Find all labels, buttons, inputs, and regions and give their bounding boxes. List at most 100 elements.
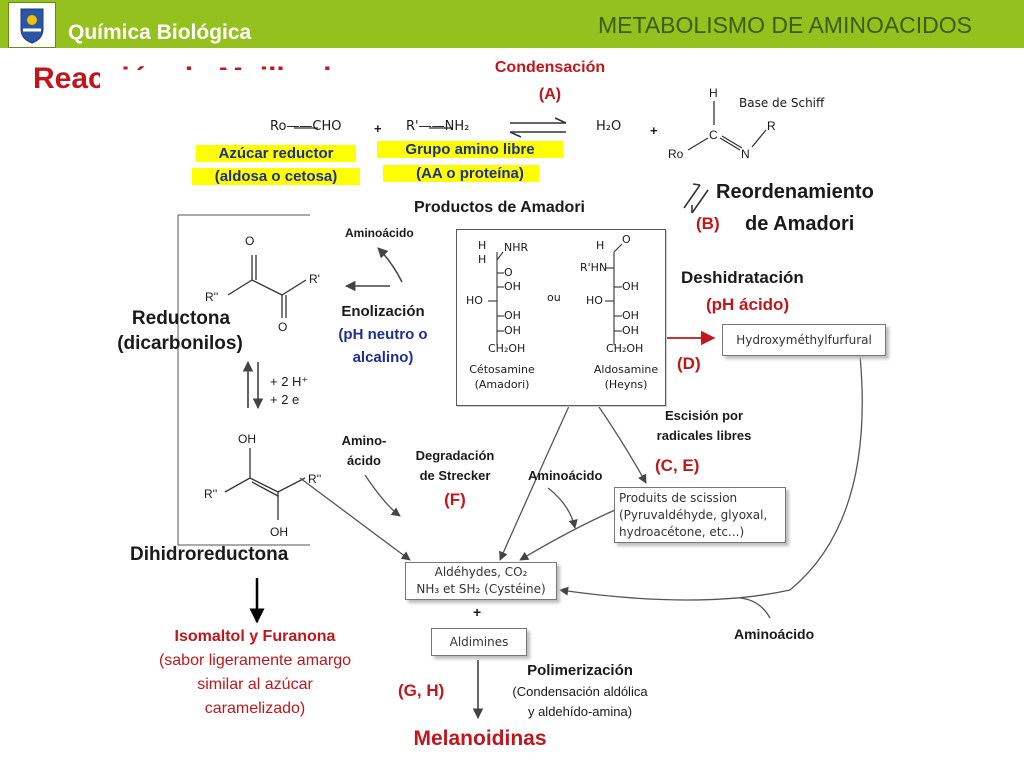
diagram-panel (100, 70, 960, 768)
plus-sign-center: + (473, 604, 482, 620)
polymerization-letter: (G, H) (398, 681, 445, 700)
reductone-bracket (177, 215, 310, 546)
enolization-condition-1: (pH neutro o (338, 326, 428, 343)
sugar-label-1: Azúcar reductor (196, 145, 356, 162)
amadori-rearrangement-1: Reordenamiento (716, 181, 874, 203)
strecker-label-2: de Strecker (419, 468, 491, 483)
strecker-label-1: Degradación (415, 448, 495, 463)
schiff-r: R (767, 119, 776, 133)
scission-letter: (C, E) (655, 456, 700, 475)
course-name: Química Biológica (68, 21, 252, 44)
polymerization-label: Polimerización (527, 662, 633, 679)
scission-arrow (596, 403, 647, 484)
aminoacid-strecker-arrow (547, 487, 578, 529)
aldehydes-box: Aldéhydes, CO₂ NH₃ et SH₂ (Cystéine) (405, 562, 557, 600)
ceto-oh-2: OH (504, 309, 521, 322)
dihydro-rp: R'' (308, 472, 322, 486)
ceto-ho: HO (466, 294, 483, 307)
amino-label-2: (AA o proteína) (383, 165, 557, 182)
amino-acid-center-1: Amino- (341, 433, 387, 448)
aldo-oh-2: OH (622, 309, 639, 322)
redox-protons: + 2 H⁺ (270, 374, 309, 389)
melanoidins-label: Melanoidinas (413, 727, 547, 750)
isomaltol-desc-2: similar al azúcar (197, 676, 313, 693)
aldo-h: H (596, 239, 605, 252)
aldo-rhn: R'HN (580, 261, 608, 274)
dihydro-rpp: R'' (204, 487, 218, 501)
university-logo (8, 2, 56, 48)
condensation-letter: (A) (538, 86, 562, 103)
dihydro-oh-top: OH (238, 432, 256, 446)
cetosamine-sub: (Amadori) (474, 378, 530, 391)
radical-scission-label: Escisión por (664, 408, 744, 423)
polymerization-desc-2: y aldehído-amina) (527, 704, 633, 719)
strecker-letter: (F) (444, 490, 466, 509)
amino-acid-center-2: ácido (347, 453, 381, 468)
dihydro-oh-bottom: OH (270, 525, 288, 539)
schiff-base-bonds (687, 101, 767, 151)
aldimines-box: Aldimines (431, 628, 527, 656)
ou-label: ou (547, 291, 561, 304)
scission-products-title: Produits de scission (619, 491, 738, 505)
schiff-c: C (709, 128, 718, 142)
scission-products-box: Produits de scission (Pyruvaldéhyde, gly… (614, 487, 786, 543)
reductone-label: Reductona (131, 308, 231, 329)
plus-sign-1: + (374, 121, 382, 136)
amino-label-1: Grupo amino libre (377, 141, 563, 158)
scission-products-line-2: hydroacétone, etc...) (619, 525, 745, 539)
isomaltol-desc-3: caramelizado) (204, 700, 306, 717)
schiff-base-label: Base de Schiff (739, 96, 825, 110)
aldo-ho: HO (586, 294, 603, 307)
aminoacid-label-center: Aminoácido (528, 468, 603, 483)
hmf-box: Hydroxyméthylfurfural (722, 324, 886, 356)
scission-products-line-1: (Pyruvaldéhyde, glyoxal, (619, 508, 768, 522)
ceto-nhr: NHR (504, 241, 529, 254)
ceto-ch2oh: CH₂OH (488, 342, 526, 355)
polymerization-desc-1: (Condensación aldólica (512, 684, 648, 699)
aldo-o: O (622, 233, 631, 246)
isomaltol-desc-1: (sabor ligeramente amargo (158, 652, 352, 669)
scission-to-aldehydes-arrow (519, 509, 616, 561)
topic-name: METABOLISMO DE AMINOACIDOS (598, 12, 973, 38)
condensation-label: Condensación (494, 59, 606, 76)
dehydration-label: Deshidratación (681, 268, 804, 287)
plus-sign-2: + (650, 123, 658, 138)
aldo-ch2oh: CH₂OH (606, 342, 644, 355)
reductone-o-bottom: O (278, 320, 288, 334)
aminoacid-label-left: Aminoácido (345, 226, 414, 240)
redox-electrons: + 2 e (270, 392, 300, 407)
schiff-h: H (709, 86, 718, 100)
ceto-oh-1: OH (504, 280, 521, 293)
aldehydes-line-2: NH₃ et SH₂ (Cystéine) (416, 582, 546, 596)
amadori-rearrangement-2: de Amadori (745, 213, 855, 235)
equilibrium-arrow-a (509, 117, 567, 138)
schiff-n: N (741, 147, 750, 161)
reactant-sugar-formula: Ro——CHO (270, 119, 342, 134)
header-bar (0, 0, 1024, 48)
dihydro-to-aldehydes-arrow (299, 477, 411, 561)
reductone-structure (227, 255, 307, 318)
aldo-oh-3: OH (622, 324, 639, 337)
aminoacid-label-right: Aminoácido (734, 626, 815, 642)
reductone-o-top: O (245, 234, 255, 248)
ceto-oh-3: OH (504, 324, 521, 337)
aldosamine-sub: (Heyns) (604, 378, 648, 391)
isomaltol-label: Isomaltol y Furanona (174, 628, 336, 645)
reductone-sub: (dicarbonilos) (117, 333, 243, 354)
ceto-h-top: H (478, 239, 487, 252)
amadori-products-box (456, 229, 666, 406)
aminoacid-release-arrow (377, 247, 403, 283)
reductone-rpp: R'' (205, 290, 219, 304)
ceto-o: O (504, 266, 513, 279)
cetosamine-name: Cétosamine (469, 363, 535, 376)
amadori-products-label: Productos de Amadori (414, 199, 585, 216)
logo-emblem (20, 8, 44, 44)
dehydration-condition: (pH ácido) (706, 295, 790, 314)
enolization-condition-2: alcalino) (352, 349, 414, 366)
aminoacid-center-arrow (364, 474, 401, 517)
aldo-oh-1: OH (622, 280, 639, 293)
ceto-h: H (478, 253, 487, 266)
amadori-letter: (B) (696, 214, 720, 233)
enolization-label: Enolización (341, 303, 425, 320)
